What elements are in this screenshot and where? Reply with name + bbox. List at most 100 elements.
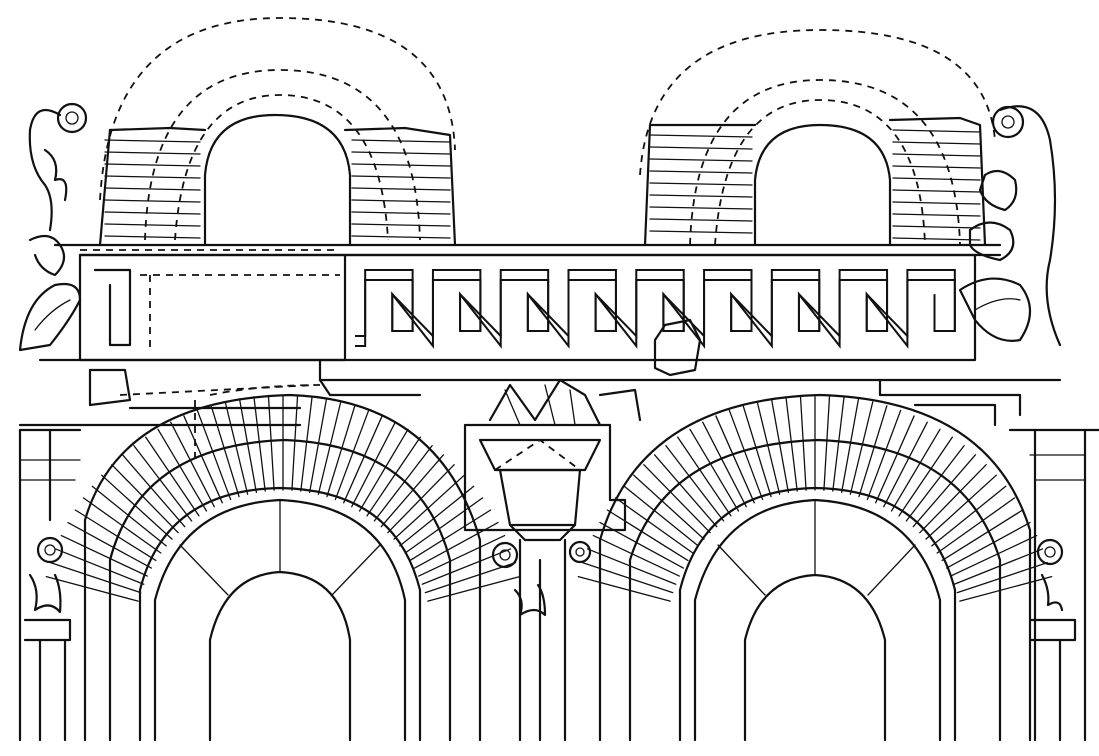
voussoir-joint (649, 230, 753, 234)
voussoir-joint (649, 218, 753, 222)
voussoir-joint (409, 509, 492, 562)
lower-arch-left-voussoirs (45, 394, 521, 602)
voussoir-joint (101, 474, 173, 540)
voussoir-joint (941, 509, 1024, 562)
voussoir-joint (253, 396, 266, 492)
voussoir-joint (427, 575, 521, 602)
voussoir-joint (358, 428, 409, 512)
voussoir-joint (953, 548, 1044, 585)
voussoir-joint (689, 428, 740, 512)
voussoir-joint (898, 436, 953, 517)
voussoir-joint (380, 454, 445, 528)
voussoir-joint (892, 165, 981, 169)
voussoir-joint (756, 401, 781, 495)
voussoir-joint (334, 409, 370, 501)
voussoir-joint (912, 454, 977, 528)
voussoir-joint (649, 170, 753, 174)
voussoir-joint (592, 534, 680, 577)
voussoir-joint (892, 213, 981, 217)
voussoir-joint (956, 561, 1049, 594)
voussoir-joint (649, 158, 753, 162)
voussoir-joint (366, 436, 421, 517)
voussoir-joint (633, 474, 705, 540)
voussoir-joint (643, 464, 711, 534)
voussoir-joint (892, 237, 981, 241)
voussoir-joint (649, 146, 753, 150)
voussoir-joint (326, 405, 356, 498)
voussoir-joint (925, 474, 997, 540)
acanthus-ornament-right (958, 105, 1062, 347)
voussoir-joint (858, 405, 888, 498)
voussoir-joint (586, 548, 677, 585)
acanthus-ornament-left (18, 102, 88, 352)
voussoir-joint (399, 485, 475, 547)
voussoir-joint (133, 444, 193, 522)
voussoir-joint (931, 485, 1007, 547)
voussoir-joint (919, 464, 987, 534)
voussoir-joint (373, 444, 433, 522)
voussoir-joint (183, 415, 223, 504)
voussoir-joint (104, 151, 201, 155)
voussoir-joint (623, 485, 699, 547)
voussoir-joint (317, 401, 342, 495)
voussoir-joint (649, 206, 753, 210)
volute-capital-left (28, 536, 64, 614)
voussoir-joint (60, 534, 148, 577)
voussoir-joint (715, 415, 755, 504)
voussoir-joint (104, 235, 201, 239)
voussoir-joint (665, 444, 725, 522)
voussoir-joint (45, 575, 139, 602)
upper-arch-right-voussoirs (649, 129, 981, 241)
voussoir-joint (866, 409, 902, 501)
voussoir-joint (291, 394, 299, 491)
voussoir-joint (267, 394, 275, 491)
voussoir-joint (210, 405, 240, 498)
voussoir-joint (196, 409, 232, 501)
voussoir-joint (351, 211, 451, 215)
voussoir-joint (351, 421, 396, 508)
voussoir-joint (104, 187, 201, 191)
voussoir-joint (581, 561, 674, 594)
voussoir-joint (959, 575, 1053, 602)
voussoir-joint (157, 428, 208, 512)
upper-arch-right (639, 29, 996, 247)
voussoir-joint (104, 211, 201, 215)
voussoir-joint (890, 428, 941, 512)
voussoir-joint (238, 398, 258, 494)
voussoir-joint (849, 401, 874, 495)
upper-arch-left-voussoirs (104, 139, 451, 239)
volute-capital-center-right (568, 540, 592, 564)
voussoir-joint (145, 436, 200, 517)
voussoir-joint (418, 534, 506, 577)
voussoir-joint (606, 509, 689, 562)
voussoir-joint (936, 497, 1016, 554)
voussoir-joint (308, 398, 328, 494)
right-pilaster (1028, 428, 1087, 742)
voussoir-joint (649, 134, 753, 138)
voussoir-joint (170, 421, 215, 508)
voussoir-joint (677, 436, 732, 517)
voussoir-joint (905, 444, 965, 522)
voussoir-joint (351, 223, 451, 227)
voussoir-joint (770, 398, 790, 494)
voussoir-joint (300, 396, 313, 492)
voussoir-joint (424, 561, 517, 594)
voussoir-joint (351, 151, 451, 155)
voussoir-joint (883, 421, 928, 508)
voussoir-joint (111, 464, 179, 534)
voussoir-joint (950, 534, 1038, 577)
voussoir-joint (577, 575, 671, 602)
upper-cornice (53, 243, 1002, 257)
voussoir-joint (54, 548, 145, 585)
voussoir-joint (728, 409, 764, 501)
voussoir-joint (67, 521, 152, 569)
voussoir-joint (224, 401, 249, 495)
voussoir-joint (82, 497, 162, 554)
voussoir-joint (892, 153, 981, 157)
voussoir-joint (351, 235, 451, 239)
left-pilaster (18, 428, 81, 742)
voussoir-joint (653, 454, 718, 528)
voussoir-joint (892, 177, 981, 181)
